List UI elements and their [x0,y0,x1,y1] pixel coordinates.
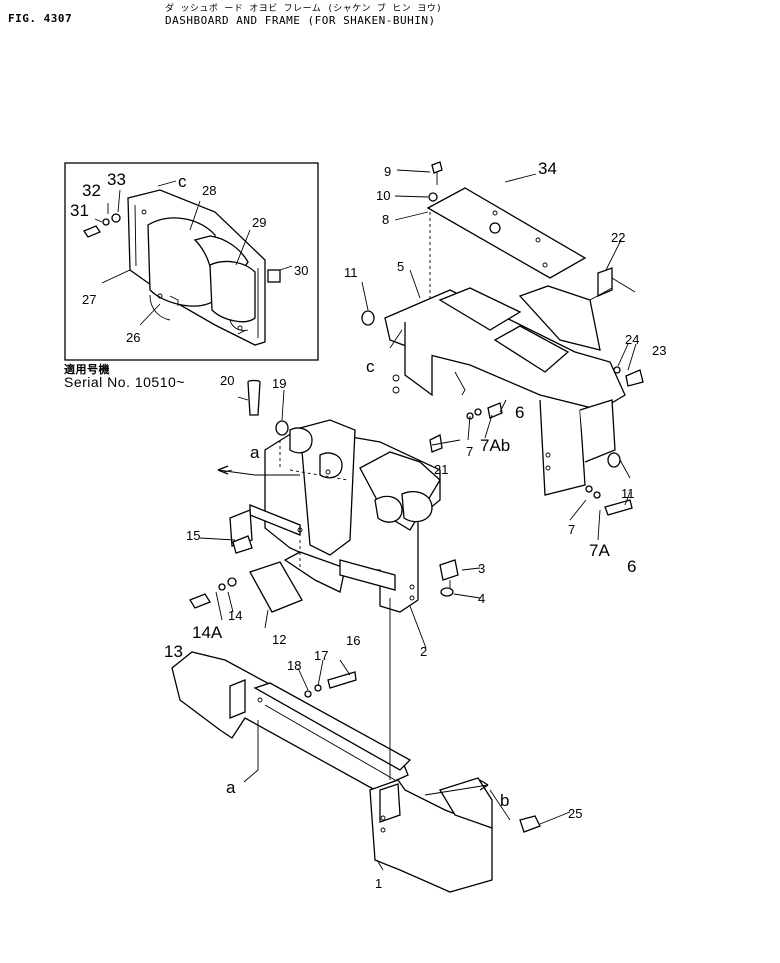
callout-20: 20 [220,373,234,388]
ref-a-lower: a [226,778,236,797]
callout-14: 14 [228,608,242,623]
reference-arrows [217,465,489,791]
callout-27: 27 [82,292,96,307]
callout-25: 25 [568,806,582,821]
serial-number: Serial No. 10510~ [64,374,185,390]
callout-23: 23 [652,343,666,358]
callout-30: 30 [294,263,308,278]
callout-7A: 7A [589,541,610,560]
callout-6a: 6 [515,403,524,422]
callout-22: 22 [611,230,625,245]
leader-lines [199,169,637,871]
callout-18: 18 [287,658,301,673]
ref-a-upper: a [250,443,260,462]
callout-28: 28 [202,183,216,198]
figure-number: FIG. 4307 [8,12,73,25]
callout-29: 29 [252,215,266,230]
callout-3: 3 [478,561,485,576]
callout-34: 34 [538,159,557,178]
callout-26: 26 [126,330,140,345]
callout-4: 4 [478,591,485,606]
callout-33: 33 [107,170,126,189]
callout-14A: 14A [192,623,223,642]
serial-label-japanese: 適用号機 [64,363,110,376]
callout-24: 24 [625,332,639,347]
callout-16: 16 [346,633,360,648]
callout-7b: 7 [568,522,575,537]
fasteners [189,161,644,833]
callout-labels: 1 2 3 4 5 6 6 7 7 7A 7Ab 8 9 10 11 11 12… [70,159,666,891]
upper-frame-assembly [361,187,636,496]
callout-2: 2 [420,644,427,659]
callout-10: 10 [376,188,390,203]
title-japanese: ダ ッシュボ ード オヨビ フレーム (シャケン ブ ヒン ヨウ) [165,4,443,14]
callout-32: 32 [82,181,101,200]
mid-bracket [217,379,443,613]
callout-21: 21 [434,462,448,477]
callout-11a: 11 [344,265,358,280]
callout-13: 13 [164,642,183,661]
callout-12: 12 [272,632,286,647]
callout-19: 19 [272,376,286,391]
callout-17: 17 [314,648,328,663]
title-english: DASHBOARD AND FRAME (FOR SHAKEN-BUHIN) [165,14,436,27]
callout-6b: 6 [627,557,636,576]
callout-11b: 11 [621,486,635,501]
inset-detail [64,162,319,361]
callout-7a: 7 [466,444,473,459]
ref-b: b [500,791,509,810]
plate-12 [249,561,303,613]
callout-1: 1 [375,876,382,891]
ref-c-inset: c [178,172,187,191]
callout-31: 31 [70,201,89,220]
callout-5: 5 [397,259,404,274]
callout-9: 9 [384,164,391,179]
callout-15: 15 [186,528,200,543]
callout-8: 8 [382,212,389,227]
callout-7Ab: 7Ab [480,436,510,455]
ref-c-frame: c [366,357,375,376]
